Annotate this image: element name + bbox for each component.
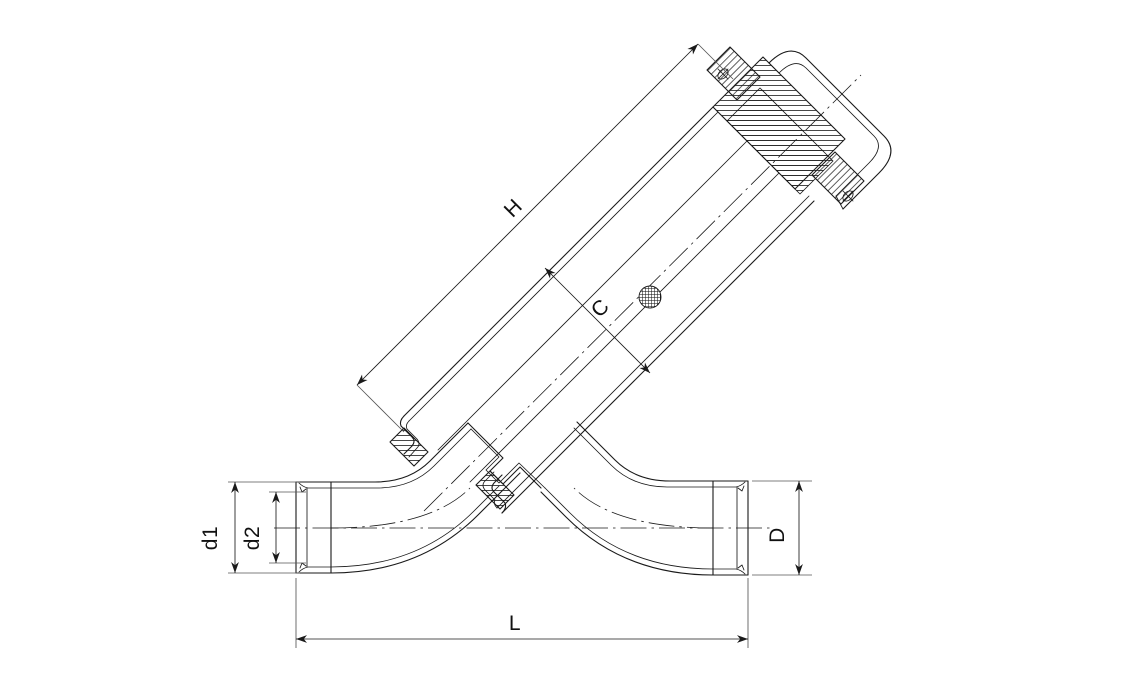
dimension-H: H <box>356 43 734 433</box>
left-tri-clamp-ferrule <box>295 481 332 574</box>
handle-bracket-loop <box>768 50 892 210</box>
cylinder-base-gland <box>389 427 515 510</box>
dimension-d1: d1 <box>199 481 300 574</box>
dim-label-D: D <box>766 527 789 543</box>
dimension-D: D <box>752 480 812 576</box>
dim-label-d2: d2 <box>241 526 264 550</box>
cylinder-end-cap <box>706 46 865 205</box>
valve-seat-saddle <box>467 422 546 491</box>
dim-label-d1: d1 <box>199 526 222 550</box>
dim-label-L: L <box>509 612 521 635</box>
dim-label-C: C <box>587 295 614 322</box>
dimension-L: L <box>295 578 749 648</box>
valve-body-geometry <box>274 46 892 576</box>
dimension-C: C <box>544 267 651 374</box>
inlet-arc-centerline <box>330 487 471 529</box>
outlet-arc-centerline <box>573 487 714 529</box>
dim-label-H: H <box>500 195 527 222</box>
outlet-elbow-pipe <box>540 421 714 576</box>
position-indicator-port <box>638 285 662 309</box>
dimension-d2: d2 <box>241 491 306 564</box>
inlet-elbow-pipe <box>330 422 504 574</box>
